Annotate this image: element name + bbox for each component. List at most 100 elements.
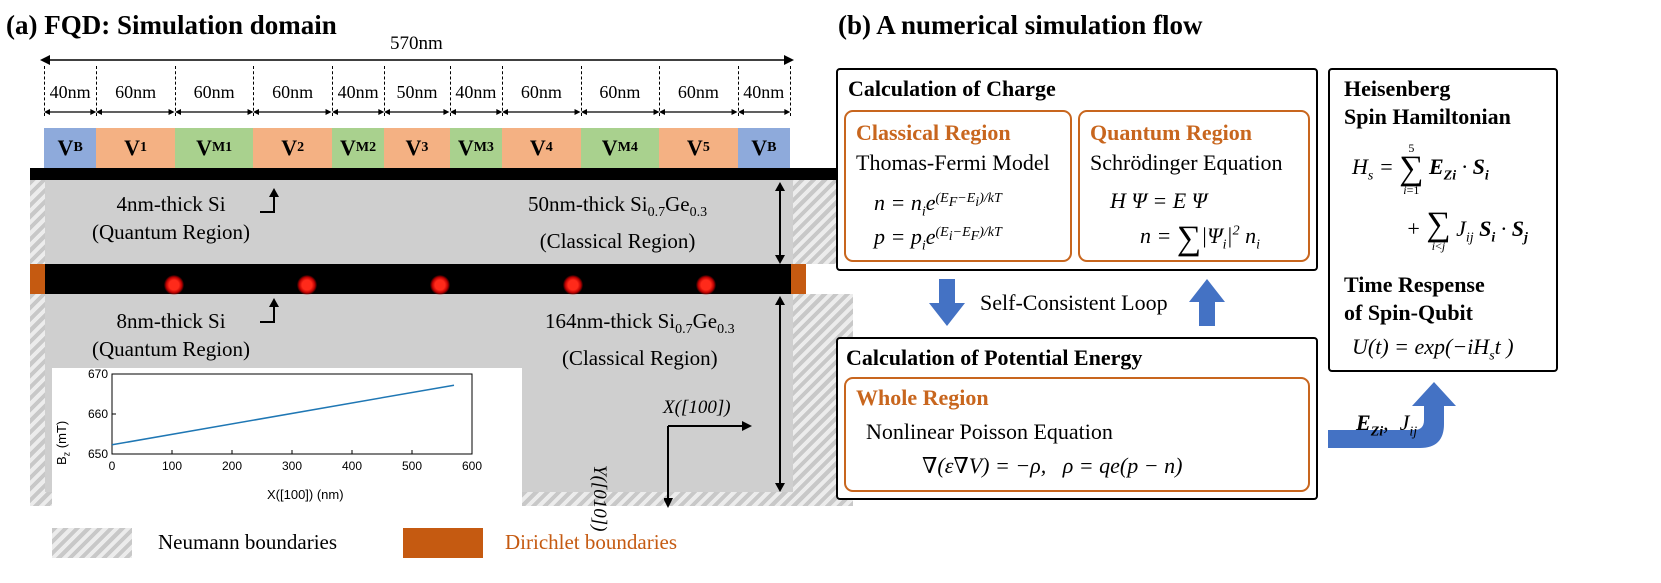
quantum-dot	[696, 275, 716, 295]
poisson-eq: ∇(ε∇V) = −ρ, ρ = qe(p − n)	[922, 453, 1183, 478]
chart-xtick-label: 100	[162, 459, 182, 473]
dirichlet-right	[790, 264, 806, 294]
chart-xtick-label: 200	[222, 459, 242, 473]
gate-subscript: M1	[211, 140, 233, 155]
segment-divider	[737, 66, 739, 116]
top-sige-line2: (Classical Region)	[539, 229, 696, 254]
quantum-dot	[563, 275, 583, 295]
top-si-pointer	[260, 188, 279, 213]
quantum-dot	[164, 275, 184, 295]
schrodinger-eq: H Ψ = E Ψ	[1110, 188, 1208, 213]
potential-title: Calculation of Potential Energy	[846, 345, 1143, 370]
chart-ytick-label: 670	[88, 368, 108, 381]
segment-divider	[253, 66, 255, 116]
chart-ylabel: Bz (mT)	[54, 421, 72, 465]
segment-divider	[96, 66, 98, 116]
chart-ytick-label: 650	[88, 447, 108, 461]
time-response-line1: Time Respense	[1344, 272, 1485, 297]
self-consistent-loop-label: Self-Consistent Loop	[980, 290, 1168, 315]
gate-label: V	[340, 135, 356, 160]
quantum-dot	[430, 275, 450, 295]
segment-divider	[580, 66, 582, 116]
chart-xtick-label: 300	[282, 459, 302, 473]
bottom-sige-mid: Ge	[692, 309, 718, 333]
top-sige-label: 50nm-thick Si0.7Ge0.3 (Classical Region)	[528, 190, 707, 255]
gate-label: V	[196, 135, 212, 160]
gate-subscript: M3	[473, 140, 494, 155]
segment-divider	[449, 66, 451, 116]
heisenberg-line2: Spin Hamiltonian	[1344, 104, 1511, 129]
gate-label: V	[457, 135, 474, 160]
potential-calculation-box: Calculation of Potential Energy Whole Re…	[836, 337, 1318, 500]
segment-width-arrow	[44, 109, 97, 115]
axis-indicator-arrows	[664, 421, 752, 508]
gate-subscript: 2	[297, 140, 305, 155]
segment-width-arrow	[737, 109, 790, 115]
quantum-region-box: Quantum Region Schrödinger Equation H Ψ …	[1078, 110, 1310, 262]
segment-width-label: 40nm	[49, 82, 91, 102]
gate-subscript: M2	[355, 140, 377, 155]
quantum-well-layer	[45, 264, 791, 294]
bottom-sige-thickness-arrow	[775, 296, 785, 492]
gate-label: V	[124, 135, 141, 160]
segment-width-arrow	[331, 109, 385, 115]
segment-width-label: 40nm	[743, 82, 785, 102]
quantum-density-eq: n = ∑|Ψi|2 ni	[1140, 220, 1260, 257]
segment-width-arrow	[449, 109, 503, 115]
charge-calculation-box: Calculation of Charge Classical Region T…	[836, 68, 1318, 271]
poisson-label: Nonlinear Poisson Equation	[866, 419, 1113, 444]
top-si-line1: 4nm-thick Si	[116, 192, 226, 216]
top-sige-prefix: 50nm-thick Si	[528, 192, 648, 216]
gate-subscript: 4	[545, 140, 553, 155]
bottom-si-line2: (Quantum Region)	[92, 337, 251, 361]
time-response-line2: of Spin-Qubit	[1344, 300, 1473, 325]
segment-width-arrow	[174, 109, 254, 115]
heisenberg-box: Heisenberg Spin Hamiltonian Hs = 5∑i=1 E…	[1328, 68, 1558, 372]
bottom-sige-sub2: 0.3	[717, 322, 735, 338]
chart-ylabel-sub: z	[61, 451, 72, 457]
segment-divider	[384, 66, 386, 116]
chart-ylabel-main: B	[54, 456, 69, 465]
x-axis-indicator-label: X([100])	[663, 397, 731, 418]
top-sige-mid: Ge	[665, 192, 690, 216]
segment-width-label: 40nm	[337, 82, 379, 102]
coupling-params-label: EZi, Jij	[1356, 410, 1418, 440]
segment-width-arrow	[384, 109, 450, 115]
bottom-sige-label: 164nm-thick Si0.7Ge0.3 (Classical Region…	[545, 307, 735, 372]
segment-width-label: 60nm	[272, 82, 314, 102]
gate-label: V	[57, 135, 74, 160]
quantum-model: Schrödinger Equation	[1090, 150, 1283, 175]
chart-xtick-label: 400	[342, 459, 362, 473]
chart-ylabel-tail: (mT)	[54, 420, 69, 452]
top-si-line2: (Quantum Region)	[92, 220, 251, 244]
chart-xtick-label: 600	[462, 459, 482, 473]
chart-xtick-label: 0	[109, 459, 116, 473]
segment-divider	[659, 66, 661, 116]
bottom-si-pointer	[260, 298, 279, 323]
segment-width-label: 50nm	[396, 82, 438, 102]
bottom-sige-prefix: 164nm-thick Si	[545, 309, 676, 333]
gate-label: V	[751, 135, 768, 160]
top-si-label: 4nm-thick Si (Quantum Region)	[92, 190, 250, 246]
heisenberg-line1: Heisenberg	[1344, 76, 1451, 101]
segment-width-label: 40nm	[455, 82, 497, 102]
spin-hamiltonian-eq2: + ∑i<j Jij Si · Sj	[1406, 206, 1528, 253]
gate-subscript: 3	[421, 140, 429, 155]
whole-title: Whole Region	[856, 385, 989, 410]
whole-region-box: Whole Region Nonlinear Poisson Equation …	[844, 377, 1310, 492]
gate-subscript: B	[767, 140, 777, 155]
gate-label: V	[405, 135, 422, 160]
chart-series-line	[111, 384, 455, 446]
quantum-dot	[297, 275, 317, 295]
charge-title: Calculation of Charge	[848, 76, 1056, 101]
